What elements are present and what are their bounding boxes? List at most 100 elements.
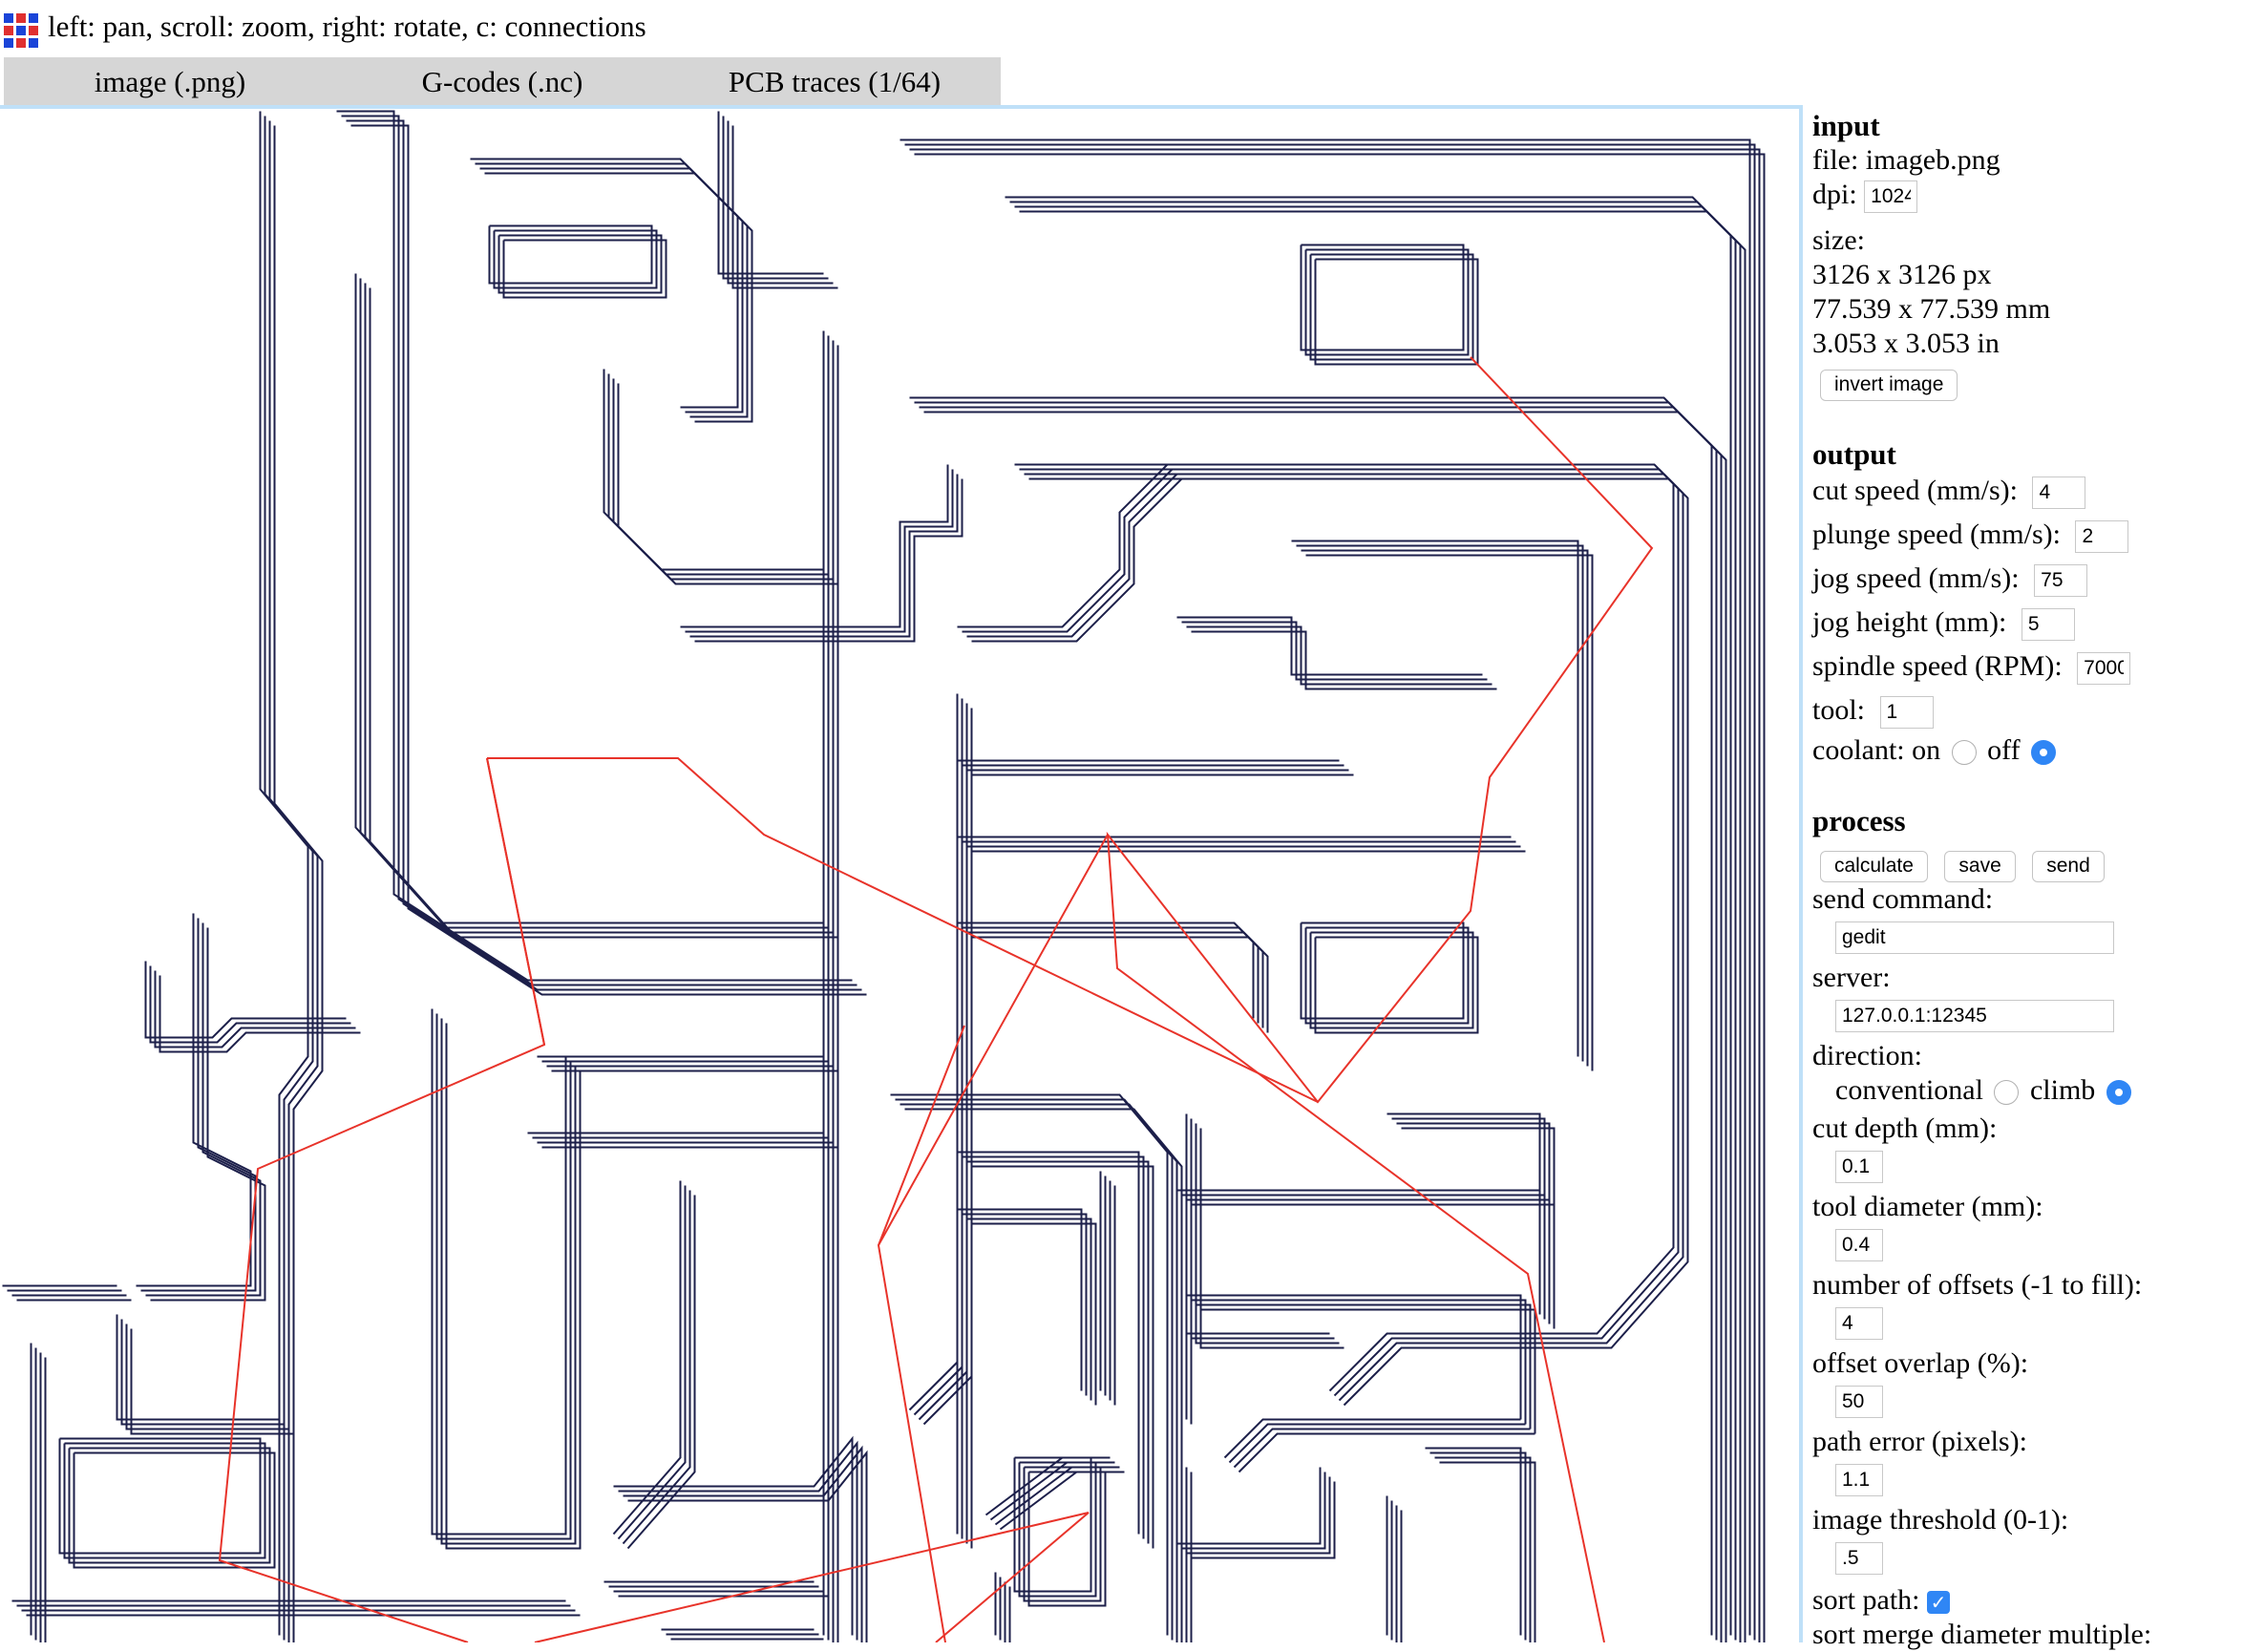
trace-path: [1199, 1128, 1344, 1349]
direction-label: direction:: [1812, 1040, 1922, 1071]
tab-gcodes[interactable]: G-codes (.nc): [421, 65, 583, 98]
send-button[interactable]: send: [2032, 850, 2105, 882]
tab-pcb-traces[interactable]: PCB traces (1/64): [728, 65, 942, 98]
trace-path: [346, 119, 862, 991]
trace-path: [144, 961, 347, 1039]
trace-path: [1238, 1432, 1535, 1473]
trace-path: [914, 153, 1766, 1642]
view-tabs: image (.png) G-codes (.nc) PCB traces (1…: [4, 57, 1001, 110]
trace-path: [913, 1366, 963, 1416]
trace-path: [1176, 616, 1483, 676]
cut-speed-input[interactable]: [2032, 477, 2086, 510]
trace-path: [971, 1222, 1097, 1406]
connection-line: [877, 834, 1109, 1642]
trace-path: [73, 1451, 276, 1569]
trace-path: [727, 120, 834, 285]
trace-path: [1396, 1122, 1551, 1324]
trace-path: [612, 1180, 682, 1536]
path-error-input[interactable]: [1835, 1464, 1883, 1497]
trace-path: [493, 229, 658, 289]
trace-path: [150, 927, 266, 1302]
offsets-input[interactable]: [1835, 1307, 1883, 1341]
trace-path: [962, 468, 1174, 633]
calculate-button[interactable]: calculate: [1820, 850, 1928, 882]
send-command-input[interactable]: [1835, 921, 2114, 955]
spindle-speed-input[interactable]: [2077, 652, 2131, 686]
cut-depth-input[interactable]: [1835, 1151, 1883, 1184]
trace-path: [1304, 248, 1470, 356]
trace-path: [617, 383, 838, 585]
trace-path: [966, 1160, 1150, 1544]
connection-line: [534, 1512, 1090, 1642]
dpi-input[interactable]: [1864, 180, 1918, 214]
trace-path: [1181, 621, 1488, 681]
coolant-off-radio[interactable]: [2031, 740, 2057, 766]
pcb-toolpath-view[interactable]: [0, 109, 1799, 1642]
trace-path: [1387, 1112, 1541, 1315]
trace-path: [1195, 1123, 1340, 1345]
save-button[interactable]: save: [1944, 850, 2016, 882]
connection-line: [218, 757, 546, 1642]
overlap-label: offset overlap (%):: [1812, 1347, 2029, 1379]
title-bar: left: pan, scroll: zoom, right: rotate, …: [0, 0, 2265, 57]
trace-path: [364, 283, 834, 934]
jog-speed-input[interactable]: [2034, 564, 2088, 598]
climb-radio[interactable]: [2106, 1080, 2131, 1106]
trace-path: [923, 411, 1727, 1642]
trace-path: [1439, 1461, 1536, 1642]
trace-path: [617, 1185, 687, 1540]
jog-height-input[interactable]: [2021, 608, 2075, 642]
trace-path: [603, 369, 824, 571]
trace-path: [1291, 540, 1579, 1057]
trace-path: [1186, 1294, 1522, 1420]
trace-path: [1301, 549, 1589, 1067]
trace-path: [1300, 921, 1465, 1020]
cut-depth-label: cut depth (mm):: [1812, 1112, 1998, 1144]
trace-path: [154, 970, 356, 1048]
process-heading: process: [1812, 804, 1906, 837]
trace-path: [957, 1151, 1140, 1535]
tab-image[interactable]: image (.png): [94, 65, 246, 98]
connection-line: [486, 757, 545, 1046]
trace-path: [1401, 1127, 1556, 1329]
connection-line: [878, 1025, 965, 1246]
coolant-off-label: off: [1987, 734, 2021, 766]
trace-path: [918, 1370, 968, 1421]
trace-path: [1305, 554, 1594, 1071]
threshold-input[interactable]: [1835, 1542, 1883, 1576]
size-mm: 77.539 x 77.539 mm: [1812, 293, 2051, 325]
trace-path: [962, 1213, 1088, 1396]
tool-diameter-input[interactable]: [1835, 1229, 1883, 1262]
trace-path: [1019, 210, 1746, 1642]
pcb-traces-canvas[interactable]: [0, 105, 1803, 1642]
jog-height-label: jog height (mm):: [1812, 606, 2007, 638]
trace-path: [341, 115, 857, 986]
invert-image-button[interactable]: invert image: [1820, 369, 1958, 401]
trace-path: [1300, 244, 1465, 351]
tool-input[interactable]: [1879, 696, 1934, 730]
trace-path: [957, 1208, 1083, 1391]
trace-path: [140, 918, 257, 1292]
trace-path: [130, 1328, 294, 1435]
trace-path: [685, 469, 954, 633]
trace-path: [900, 1103, 1178, 1642]
trace-path: [369, 287, 838, 939]
tool-diameter-label: tool diameter (mm):: [1812, 1191, 2043, 1222]
sort-path-checkbox[interactable]: ✓: [1927, 1591, 1950, 1615]
climb-label: climb: [2029, 1074, 2096, 1106]
trace-path: [116, 1314, 280, 1421]
trace-path: [612, 378, 834, 581]
trace-path: [689, 474, 959, 638]
conventional-radio[interactable]: [1994, 1080, 2020, 1106]
plunge-speed-input[interactable]: [2075, 520, 2129, 554]
trace-path: [136, 913, 252, 1287]
trace-path: [962, 1155, 1145, 1539]
conventional-label: conventional: [1835, 1074, 1983, 1106]
cut-speed-label: cut speed (mm/s):: [1812, 475, 2018, 506]
server-input[interactable]: [1835, 1000, 2114, 1033]
overlap-input[interactable]: [1835, 1386, 1883, 1419]
path-error-label: path error (pixels):: [1812, 1426, 2027, 1457]
offsets-label: number of offsets (-1 to fill):: [1812, 1269, 2143, 1301]
trace-path: [1014, 205, 1742, 1642]
coolant-on-radio[interactable]: [1951, 740, 1977, 766]
